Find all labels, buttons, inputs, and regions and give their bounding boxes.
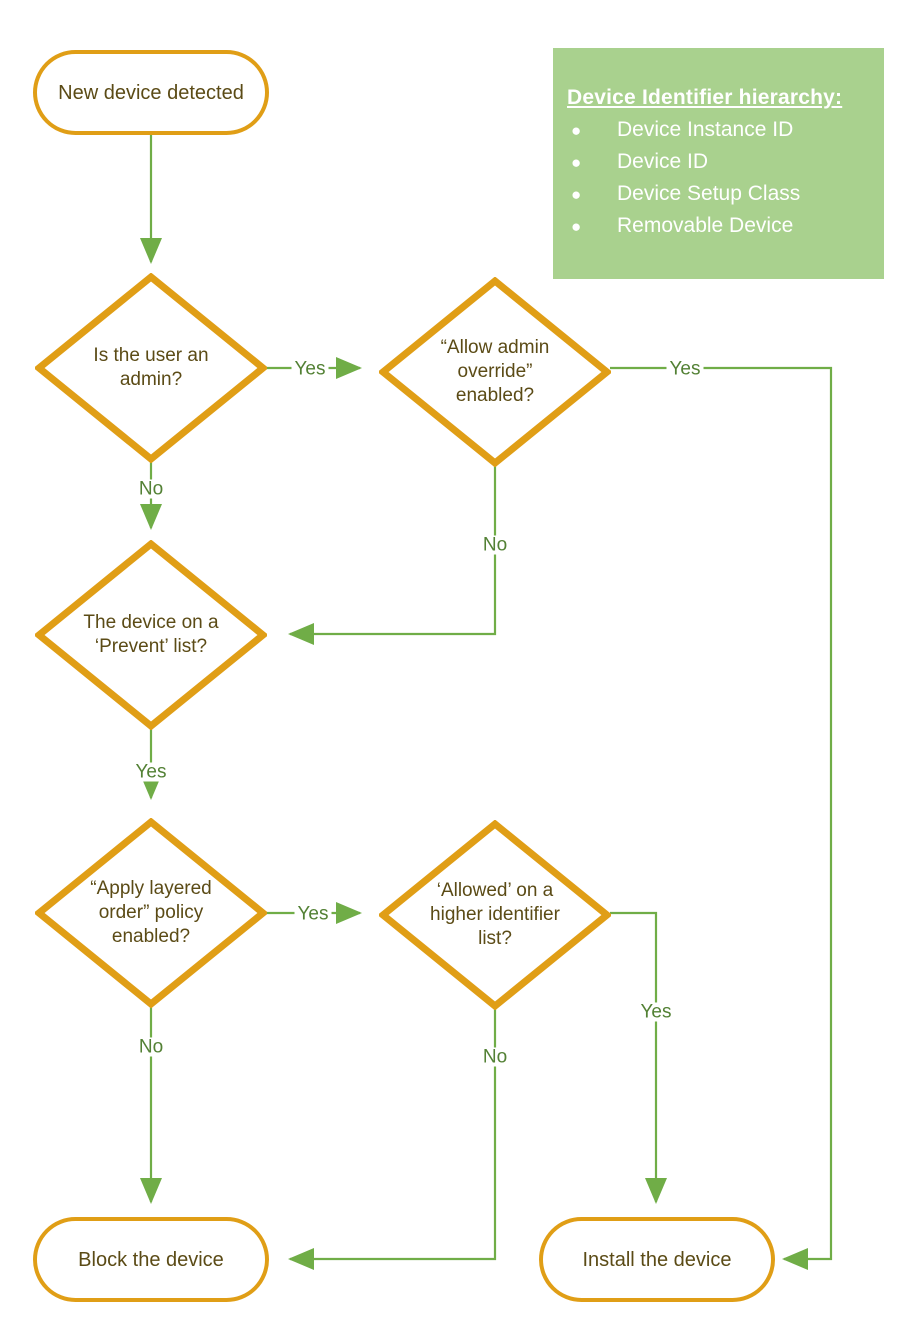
legend-list: ● Device Instance ID ● Device ID ● Devic… <box>567 114 884 242</box>
edge-label-isadmin-no: No <box>135 479 167 499</box>
diamond-shape <box>379 820 611 1010</box>
node-apply-layered-order-policy-enabled[interactable]: “Apply layered order” policy enabled? <box>35 818 267 1008</box>
bullet-icon: ● <box>571 152 582 172</box>
edge-label-isadmin-yes: Yes <box>291 359 329 379</box>
node-is-the-user-an-admin[interactable]: Is the user an admin? <box>35 273 267 463</box>
node-label-line: admin? <box>119 369 183 390</box>
node-install-the-device[interactable]: Install the device <box>539 1217 775 1302</box>
diamond-shape <box>35 818 267 1008</box>
edge-label-layered-no: No <box>135 1037 167 1057</box>
legend-item-label: Removable Device <box>617 213 794 237</box>
node-allowed-on-higher-identifier-list[interactable]: ‘Allowed’ on a higher identifier list? <box>379 820 611 1010</box>
node-label-line: override” <box>457 360 533 382</box>
edge-label-override-no: No <box>479 535 511 555</box>
node-new-device-detected[interactable]: New device detected <box>33 50 269 135</box>
node-label: Is the user an admin? <box>61 344 242 393</box>
legend-item-label: Device Setup Class <box>617 181 801 205</box>
edge-label-allowed-no: No <box>479 1047 511 1067</box>
node-label-line: list? <box>478 928 512 950</box>
legend-item: ● Removable Device <box>567 210 884 242</box>
legend-item-label: Device Instance ID <box>617 118 794 141</box>
bullet-icon: ● <box>571 121 582 140</box>
node-label-line: “Apply layered <box>90 877 212 899</box>
node-label-line: Is the user an <box>93 344 209 366</box>
node-label-line: ‘Prevent’ list? <box>94 636 208 657</box>
node-label-line: enabled? <box>111 926 191 948</box>
node-label-line: “Allow admin <box>440 336 550 358</box>
node-label: The device on a ‘Prevent’ list? <box>61 611 242 660</box>
legend-item: ● Device Instance ID <box>567 114 884 146</box>
node-label: New device detected <box>58 81 244 104</box>
node-block-the-device[interactable]: Block the device <box>33 1217 269 1302</box>
edge-allowed-no-to-block <box>288 1007 497 1270</box>
node-label: ‘Allowed’ on a higher identifier list? <box>405 879 586 952</box>
node-label-line: The device on a <box>83 611 219 633</box>
edge-override-yes-to-install <box>610 366 833 1270</box>
node-label: Install the device <box>582 1248 732 1271</box>
edge-label-allowed-yes: Yes <box>637 1002 675 1022</box>
legend-item-label: Device ID <box>617 149 709 173</box>
node-label: Block the device <box>78 1248 224 1271</box>
node-label: “Allow admin override” enabled? <box>405 336 586 409</box>
edge-allowed-yes-to-install <box>610 911 667 1204</box>
diamond-shape <box>35 273 267 463</box>
edge-label-override-yes: Yes <box>666 359 704 379</box>
legend-item: ● Device Setup Class <box>567 178 884 210</box>
legend-title: Device Identifier hierarchy: <box>567 86 843 109</box>
node-device-on-prevent-list[interactable]: The device on a ‘Prevent’ list? <box>35 540 267 730</box>
legend-item: ● Device ID <box>567 146 884 178</box>
edge-label-layered-yes: Yes <box>294 904 332 924</box>
bullet-icon: ● <box>571 216 582 236</box>
edge-label-prevent-yes: Yes <box>132 762 170 782</box>
node-label-line: order” policy <box>98 901 204 923</box>
node-allow-admin-override-enabled[interactable]: “Allow admin override” enabled? <box>379 277 611 467</box>
edge-override-no-to-prevent <box>288 462 497 645</box>
bullet-icon: ● <box>571 184 582 204</box>
node-label-line: ‘Allowed’ on a <box>436 879 554 901</box>
node-label-line: higher identifier <box>430 903 560 925</box>
node-label-line: enabled? <box>455 385 535 407</box>
node-label: “Apply layered order” policy enabled? <box>61 877 242 950</box>
legend-box: Device Identifier hierarchy: ● Device In… <box>553 48 884 279</box>
